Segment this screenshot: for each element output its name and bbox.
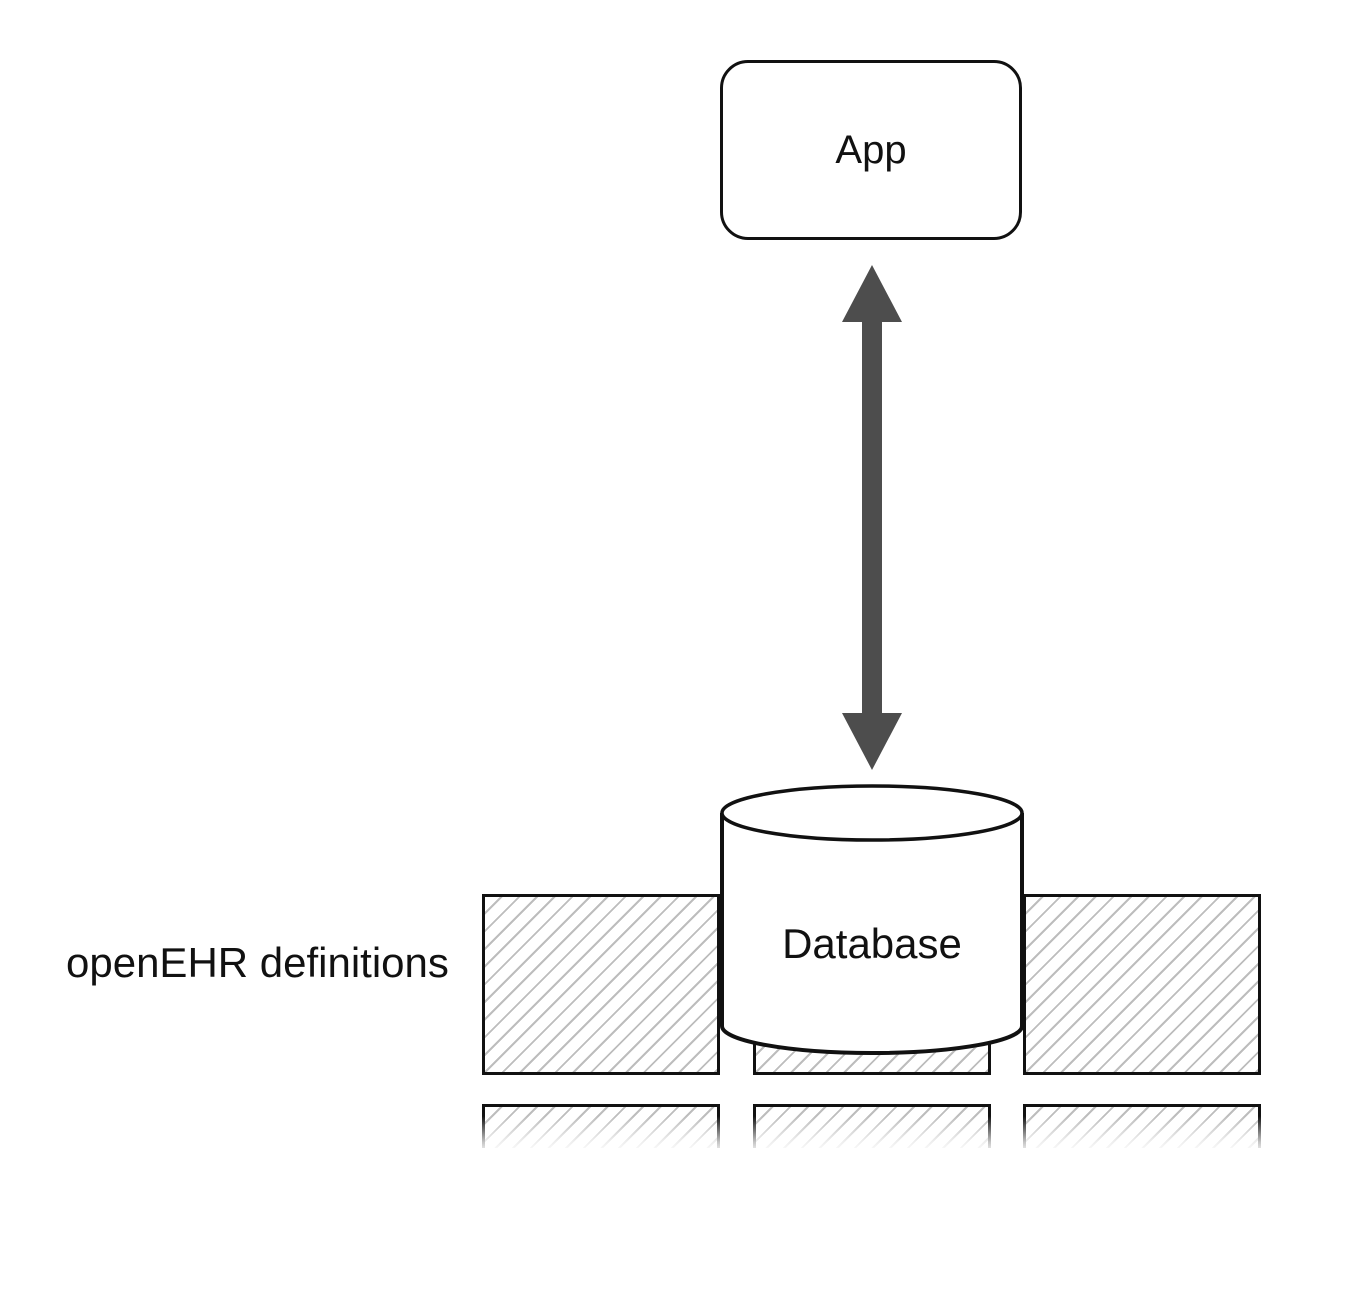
openehr-definitions-block-1: [482, 894, 720, 1075]
app-node: App: [720, 60, 1022, 240]
database-cylinder-body: [720, 813, 1024, 1055]
app-node-label: App: [835, 127, 907, 172]
database-cylinder-top: [720, 784, 1024, 842]
openehr-definitions-block-3: [1023, 894, 1261, 1075]
app-database-arrow-icon: [842, 265, 902, 770]
openehr-definitions-label: openEHR definitions: [66, 939, 449, 986]
database-node-label: Database: [782, 920, 962, 967]
